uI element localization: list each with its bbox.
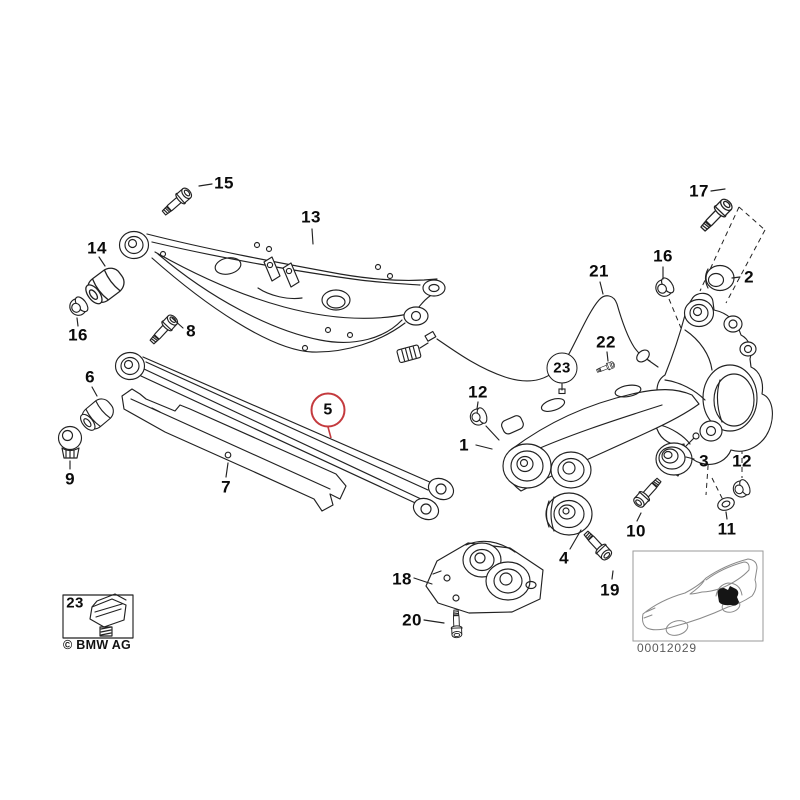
part-16-right-nut-drawing [651,275,677,301]
legend-23-box [62,593,134,639]
part-19-label[interactable]: 19 [600,580,620,600]
part-21-label[interactable]: 21 [589,261,609,281]
part-3-label[interactable]: 3 [699,451,709,471]
part-23-legend-label[interactable]: 23 [66,594,84,612]
part-20-bolt-drawing [450,609,463,639]
part-3-ball-joint-drawing [655,432,700,476]
part-21-sensor-cable-drawing [396,295,659,382]
part-12-arm-label[interactable]: 12 [468,382,488,402]
part-4-label[interactable]: 4 [559,548,569,568]
part-22-bolt-drawing [595,360,616,375]
part-5-arm-drawing [114,351,455,521]
part-17-bolt-drawing [697,195,736,235]
part-1-trailing-arm-drawing [501,384,700,492]
car-location-inset [632,550,764,642]
part-15-bolt-drawing [159,185,195,219]
part-15-label[interactable]: 15 [214,173,234,193]
part-6-label[interactable]: 6 [85,367,95,387]
part-18-label[interactable]: 18 [392,569,412,589]
part-2-bushing-drawing [704,264,735,292]
part-1-label[interactable]: 1 [459,435,469,455]
part-7-cover-panel-drawing [121,388,347,512]
part-20-label[interactable]: 20 [402,610,422,630]
part-5-highlight-label[interactable]: 5 [310,392,346,428]
part-18-bracket-drawing [425,540,544,614]
part-8-label[interactable]: 8 [186,321,196,341]
part-8-bolt-drawing [146,312,181,348]
part-14-bushing-drawing [80,263,130,309]
part-19-bolt-drawing [580,527,615,563]
diagram-number-text: 00012029 [637,641,697,655]
part-11-washer-drawing [717,497,735,511]
part-9-label[interactable]: 9 [65,469,75,489]
car-thumbnail-drawing [642,558,758,636]
part-22-label[interactable]: 22 [596,332,616,352]
wheel-carrier-drawing [652,292,773,477]
part-4-bushing-drawing [545,492,593,536]
part-2-label[interactable]: 2 [744,267,754,287]
part-9-ball-drawing [57,425,83,459]
part-14-label[interactable]: 14 [87,238,107,258]
part-16-right-label[interactable]: 16 [653,246,673,266]
part-17-label[interactable]: 17 [689,181,709,201]
part-11-label[interactable]: 11 [717,519,737,539]
part-16-left-label[interactable]: 16 [68,325,88,345]
part-12-knuckle-label[interactable]: 12 [732,451,752,471]
part-12-knuckle-nut-drawing [730,477,753,501]
part-16-left-nut-drawing [65,294,91,320]
part-23-circled-label[interactable]: 23 [546,352,578,384]
highlight-location-blob [717,586,739,606]
part-10-bolt-drawing [630,475,665,511]
part-7-label[interactable]: 7 [221,477,231,497]
cable-clip-drawing [89,593,127,637]
part-6-bushing-drawing [76,394,118,435]
label-leader-lines [69,183,741,624]
part-12-arm-nut-drawing [467,405,490,428]
part-10-label[interactable]: 10 [626,521,646,541]
part-13-label[interactable]: 13 [301,207,321,227]
copyright-text: © BMW AG [63,638,132,652]
part-13-upper-arm-drawing [118,230,446,353]
